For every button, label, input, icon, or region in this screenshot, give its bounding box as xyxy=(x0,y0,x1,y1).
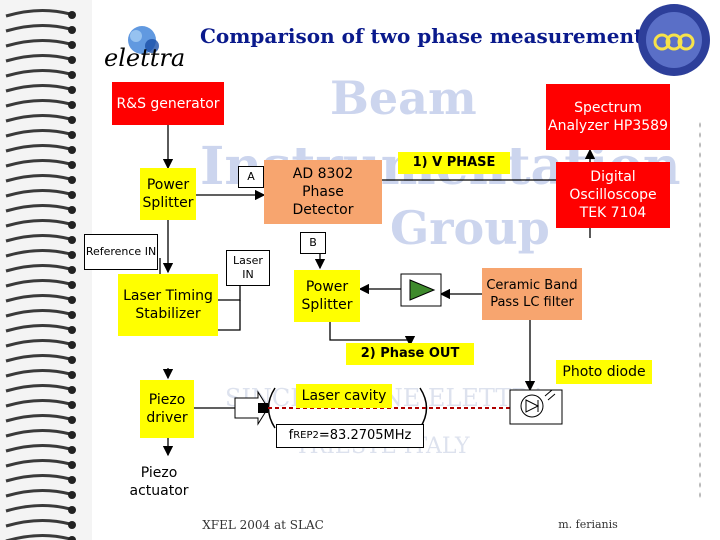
laser-cavity-label-box: Laser cavity xyxy=(296,384,392,408)
power-splitter-1-label: Power Splitter xyxy=(142,177,194,211)
laser-timing-label: Laser Timing Stabilizer xyxy=(123,288,213,322)
svg-text:Group: Group xyxy=(390,201,550,255)
page-title: Comparison of two phase measurements xyxy=(200,24,655,48)
rs-generator-block: R&S generator xyxy=(112,82,224,125)
elettra-logo-swirl-icon xyxy=(128,26,159,54)
filter-label: Ceramic Band Pass LC filter xyxy=(486,278,578,310)
dotted-margin xyxy=(698,120,702,500)
filter-block: Ceramic Band Pass LC filter xyxy=(482,268,582,320)
ad8302-label: AD 8302 Phase Detector xyxy=(292,166,354,218)
frequency-value: =83.2705MHz xyxy=(318,428,412,443)
power-splitter-2-label: Power Splitter xyxy=(301,279,353,313)
input-a-label: A xyxy=(238,166,264,188)
oscilloscope-label: Digital Oscilloscope TEK 7104 xyxy=(569,169,657,221)
spectrum-analyzer-block: Spectrum Analyzer HP3589 xyxy=(546,84,670,150)
spectrum-analyzer-label: Spectrum Analyzer HP3589 xyxy=(548,100,668,134)
photo-diode-label-box: Photo diode xyxy=(556,360,652,384)
elettra-logo: elettra xyxy=(102,22,192,72)
rs-generator-label: R&S generator xyxy=(116,95,220,112)
elettra-logo-text: elettra xyxy=(104,44,186,72)
ad8302-block: AD 8302 Phase Detector xyxy=(264,160,382,224)
photo-diode-label: Photo diode xyxy=(562,364,646,380)
frequency-subscript: REP2 xyxy=(293,430,319,441)
oscilloscope-block: Digital Oscilloscope TEK 7104 xyxy=(556,162,670,228)
v-phase-label: 1) V PHASE xyxy=(398,152,510,174)
laser-cavity-label: Laser cavity xyxy=(301,388,387,404)
power-splitter-2-block: Power Splitter xyxy=(294,270,360,322)
footer-left: XFEL 2004 at SLAC xyxy=(202,518,324,532)
frequency-prefix: f xyxy=(288,428,294,443)
laser-timing-block: Laser Timing Stabilizer xyxy=(118,274,218,336)
reference-in-block: Reference IN xyxy=(84,234,158,270)
power-splitter-1-block: Power Splitter xyxy=(140,168,196,220)
piezo-driver-label: Piezo driver xyxy=(146,392,188,426)
laser-in-label: Laser IN xyxy=(226,250,270,286)
beam-group-logo xyxy=(638,4,710,76)
piezo-actuator-label: Piezo actuator xyxy=(129,465,189,499)
phase-out-label: 2) Phase OUT xyxy=(346,343,474,365)
piezo-driver-block: Piezo driver xyxy=(140,380,194,438)
footer-right: m. ferianis xyxy=(558,518,618,531)
spiral-binding xyxy=(0,0,92,540)
svg-text:Beam: Beam xyxy=(330,74,477,125)
reference-in-label: Reference IN xyxy=(85,245,157,258)
input-b-label: B xyxy=(300,232,326,254)
